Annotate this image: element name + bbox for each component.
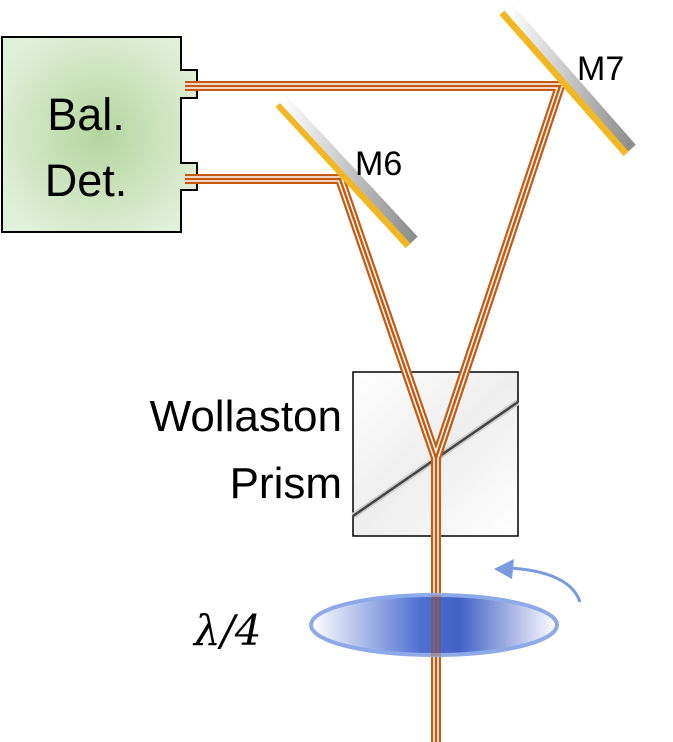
rotation-arrow-icon bbox=[494, 559, 582, 603]
mirror-m6-label: M6 bbox=[355, 145, 402, 183]
mirror-m7-label: M7 bbox=[577, 50, 624, 88]
detector-label-line1: Bal. bbox=[47, 89, 125, 140]
mirror-m7: M7 bbox=[499, 3, 636, 156]
prism-label-line1: Wollaston bbox=[150, 392, 342, 441]
mirror-m6: M6 bbox=[275, 95, 418, 249]
waveplate-label: λ/4 bbox=[192, 606, 262, 655]
prism-label-line2: Prism bbox=[230, 459, 342, 508]
quarter-wave-plate: λ/4 bbox=[192, 593, 559, 657]
balanced-detector: Bal. Det. bbox=[1, 36, 198, 233]
detector-label-line2: Det. bbox=[45, 155, 128, 206]
